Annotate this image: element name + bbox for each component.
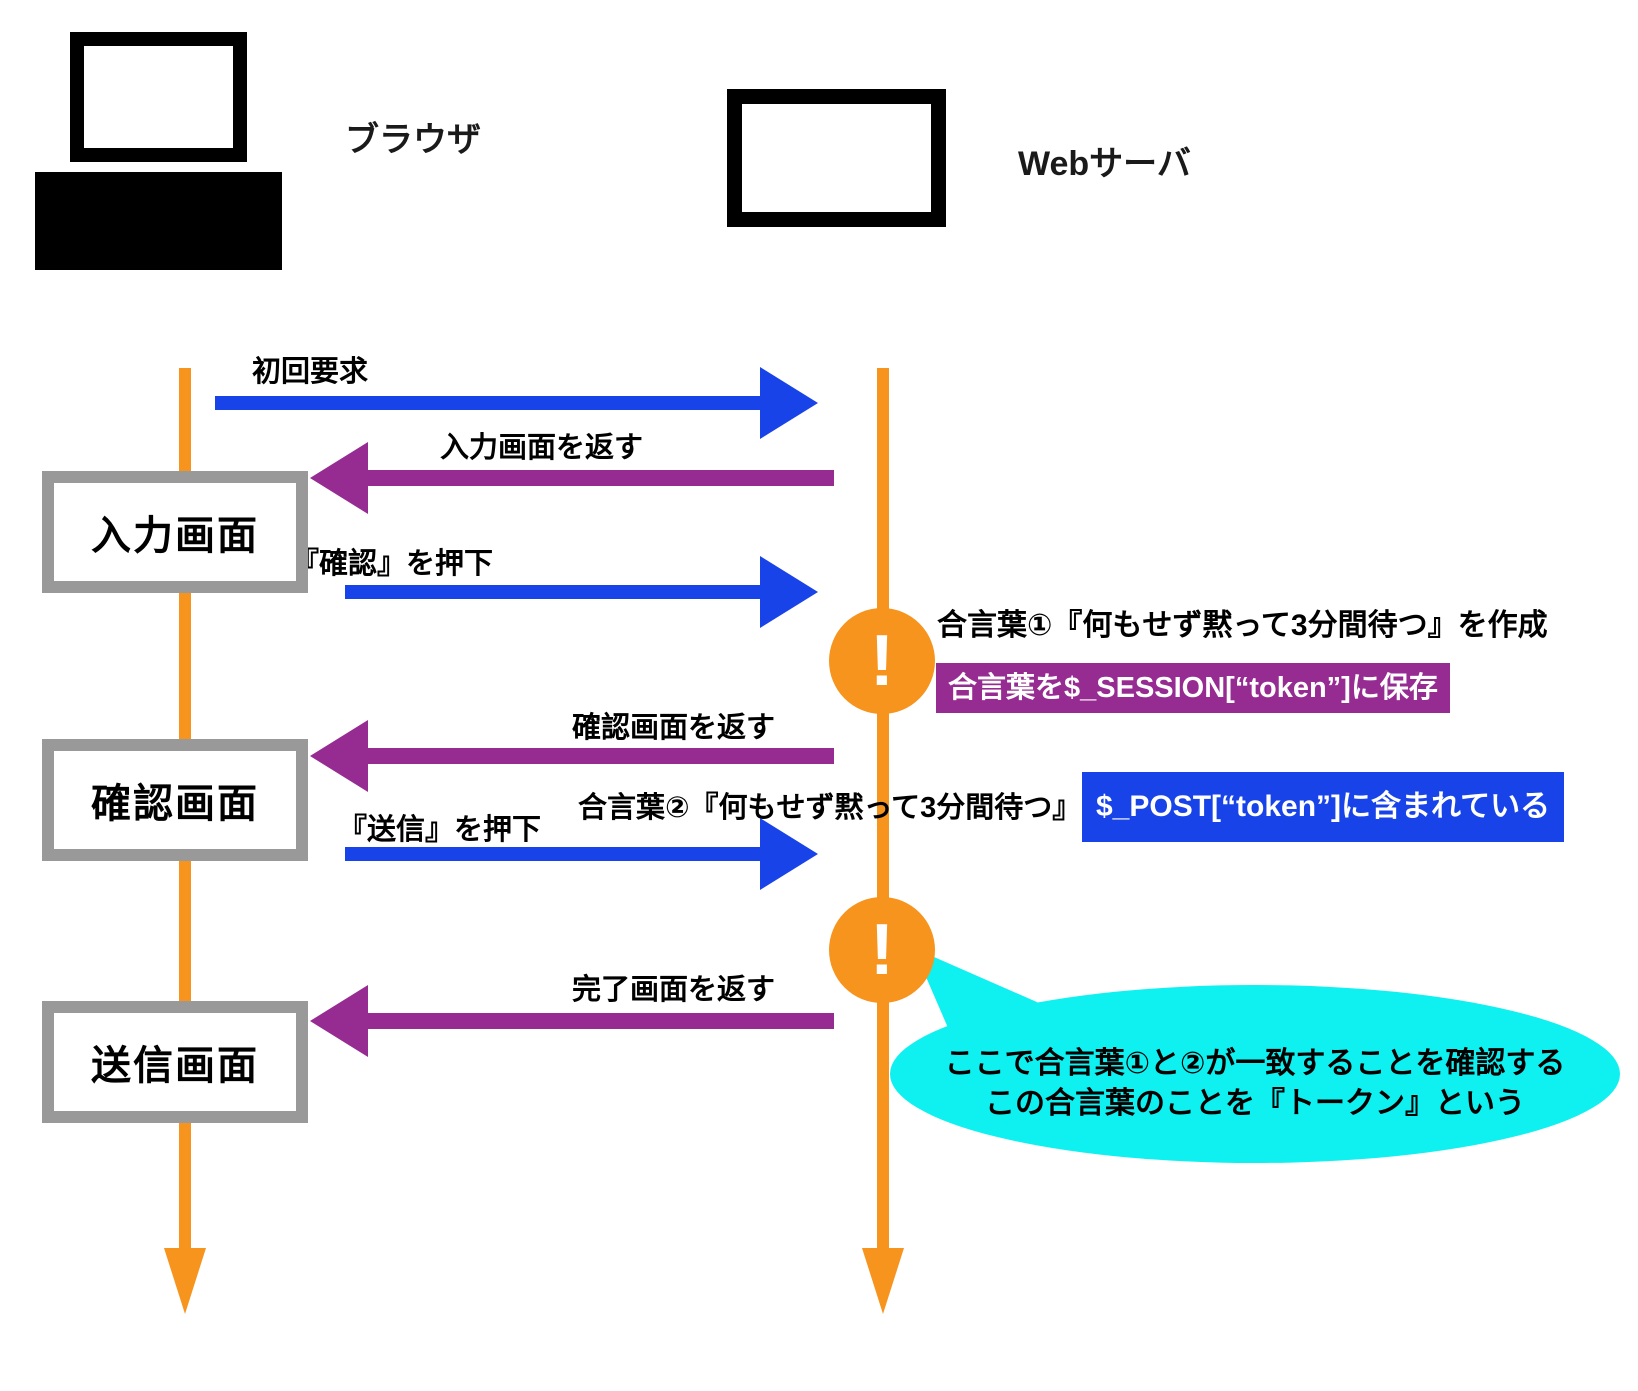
confirm-screen-box: 確認画面 <box>42 739 308 861</box>
server-alert-circle-1: ! <box>829 608 935 714</box>
token1-create-note: 合言葉①『何もせず黙って3分間待つ』を作成 <box>937 609 1548 642</box>
browser-label: ブラウザ <box>345 121 481 159</box>
speech-bubble <box>890 985 1620 1163</box>
msg-initial-request-arrow <box>215 396 760 410</box>
msg-token2-label: 合言葉②『何もせず黙って3分間待つ』 <box>578 792 1082 824</box>
confirm-screen-label: 確認画面 <box>91 782 259 826</box>
exclamation-icon: ! <box>870 910 894 990</box>
browser-lifeline-arrowhead-icon <box>164 1248 206 1314</box>
post-contains-badge: $_POST[“token”]に含まれている <box>1082 772 1565 842</box>
bubble-text-line2: この合言葉のことを『トークン』という <box>985 1087 1525 1120</box>
input-screen-label: 入力画面 <box>91 514 259 558</box>
msg-return-input-arrow <box>366 470 834 486</box>
send-screen-label: 送信画面 <box>91 1044 259 1088</box>
session-store-badge: 合言葉を$_SESSION[“token”]に保存 <box>936 663 1450 713</box>
msg-press-send-arrowhead-icon <box>760 818 818 890</box>
msg-initial-request-label: 初回要求 <box>252 356 369 388</box>
msg-return-done-arrowhead-icon <box>310 985 368 1057</box>
msg-press-confirm-arrowhead-icon <box>760 556 818 628</box>
browser-keyboard-icon <box>35 172 282 270</box>
msg-return-input-label: 入力画面を返す <box>440 432 644 464</box>
send-screen-box: 送信画面 <box>42 1001 308 1123</box>
input-screen-box: 入力画面 <box>42 471 308 593</box>
msg-return-confirm-arrowhead-icon <box>310 720 368 792</box>
msg-press-send-arrow <box>345 847 760 861</box>
msg-return-input-arrowhead-icon <box>310 442 368 514</box>
msg-press-send-label: 『送信』を押下 <box>338 814 542 846</box>
msg-return-confirm-arrow <box>366 748 834 764</box>
msg-press-confirm-label: 『確認』を押下 <box>290 548 494 580</box>
bubble-text-line1: ここで合言葉①と②が一致することを確認する <box>944 1047 1566 1080</box>
msg-return-confirm-label: 確認画面を返す <box>572 712 776 744</box>
browser-monitor-icon <box>70 32 247 162</box>
msg-return-done-label: 完了画面を返す <box>572 974 776 1006</box>
server-label: Webサーバ <box>1018 145 1191 183</box>
server-icon <box>727 89 946 227</box>
server-alert-circle-2: ! <box>829 897 935 1003</box>
msg-press-confirm-arrow <box>345 585 760 599</box>
server-lifeline-arrowhead-icon <box>862 1248 904 1314</box>
msg-return-done-arrow <box>366 1013 834 1029</box>
server-lifeline <box>877 368 889 1253</box>
exclamation-icon: ! <box>870 621 894 701</box>
msg-initial-request-arrowhead-icon <box>760 367 818 439</box>
